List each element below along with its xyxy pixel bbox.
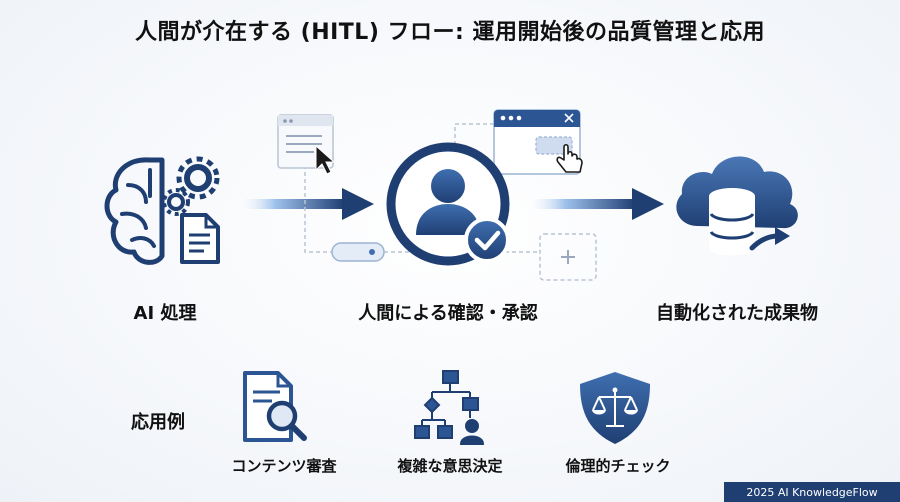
application-label-ethics-check: 倫理的チェック bbox=[565, 457, 671, 475]
page-title: 人間が介在する (HITL) フロー: 運用開始後の品質管理と応用 bbox=[134, 20, 765, 45]
document-search-icon bbox=[243, 371, 307, 442]
toggle-pill-icon bbox=[331, 242, 385, 262]
cloud-database-icon bbox=[676, 156, 798, 256]
flow-arrow-2 bbox=[527, 188, 664, 220]
step-label-ai-processing: AI 処理 bbox=[133, 303, 197, 324]
flow-arrow-1 bbox=[238, 188, 374, 220]
step-label-human-review: 人間による確認・承認 bbox=[358, 303, 538, 324]
decision-flowchart-icon bbox=[414, 370, 485, 445]
footer-brand: 2025 AI KnowledgeFlow bbox=[724, 482, 900, 502]
person-check-icon bbox=[386, 142, 510, 266]
step-label-automated-output: 自動化された成果物 bbox=[656, 303, 818, 324]
hand-pointer-icon bbox=[556, 143, 583, 173]
application-label-content-review: コンテンツ審査 bbox=[231, 457, 337, 475]
add-placeholder-icon bbox=[539, 233, 597, 281]
application-label-complex-decisions: 複雑な意思決定 bbox=[397, 457, 503, 475]
applications-heading: 応用例 bbox=[131, 412, 185, 433]
shield-scales-icon bbox=[580, 372, 650, 444]
brain-document-icon bbox=[104, 156, 220, 265]
mouse-pointer-icon bbox=[315, 144, 336, 175]
